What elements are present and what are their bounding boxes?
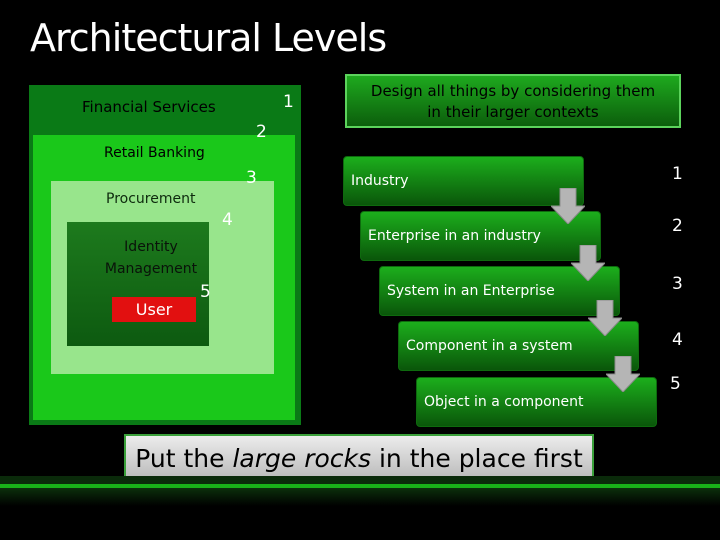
down-arrow-icon	[606, 356, 640, 392]
down-arrow-icon	[588, 300, 622, 336]
level-number-1: 1	[283, 92, 294, 112]
retail-banking-label: Retail Banking	[104, 145, 205, 161]
procurement-label: Procurement	[106, 191, 196, 207]
step-number-4: 4	[672, 330, 683, 350]
footer-band	[0, 476, 720, 484]
bottom-banner-after: in the place first	[371, 444, 583, 473]
step-number-5: 5	[670, 374, 681, 394]
level-number-2: 2	[256, 122, 267, 142]
step-enterprise: Enterprise in an industry	[360, 211, 601, 261]
down-arrow-icon	[551, 188, 585, 224]
step-number-3: 3	[672, 274, 683, 294]
identity-management-label: Identity Management	[96, 236, 206, 280]
page-title: Architectural Levels	[30, 16, 387, 60]
step-number-2: 2	[672, 216, 683, 236]
level-number-3: 3	[246, 168, 257, 188]
identity-management-line2: Management	[104, 261, 198, 277]
financial-services-label: Financial Services	[82, 98, 216, 116]
step-number-1: 1	[672, 164, 683, 184]
footer-shadow	[0, 488, 720, 506]
design-banner-line1: Design all things by considering them	[370, 82, 656, 100]
step-industry: Industry	[343, 156, 584, 206]
bottom-banner-before: Put the	[135, 444, 233, 473]
bottom-banner: Put the large rocks in the place first	[124, 434, 594, 482]
design-banner: Design all things by considering them in…	[345, 74, 681, 128]
footer-line	[0, 484, 720, 488]
identity-management-box	[67, 222, 209, 346]
identity-management-line1: Identity	[124, 239, 178, 255]
level-number-4: 4	[222, 210, 233, 230]
design-banner-line2: in their larger contexts	[427, 103, 599, 121]
level-number-5: 5	[200, 282, 211, 302]
down-arrow-icon	[571, 245, 605, 281]
bottom-banner-emphasis: large rocks	[232, 444, 372, 473]
step-system: System in an Enterprise	[379, 266, 620, 316]
user-box: User	[112, 297, 196, 322]
